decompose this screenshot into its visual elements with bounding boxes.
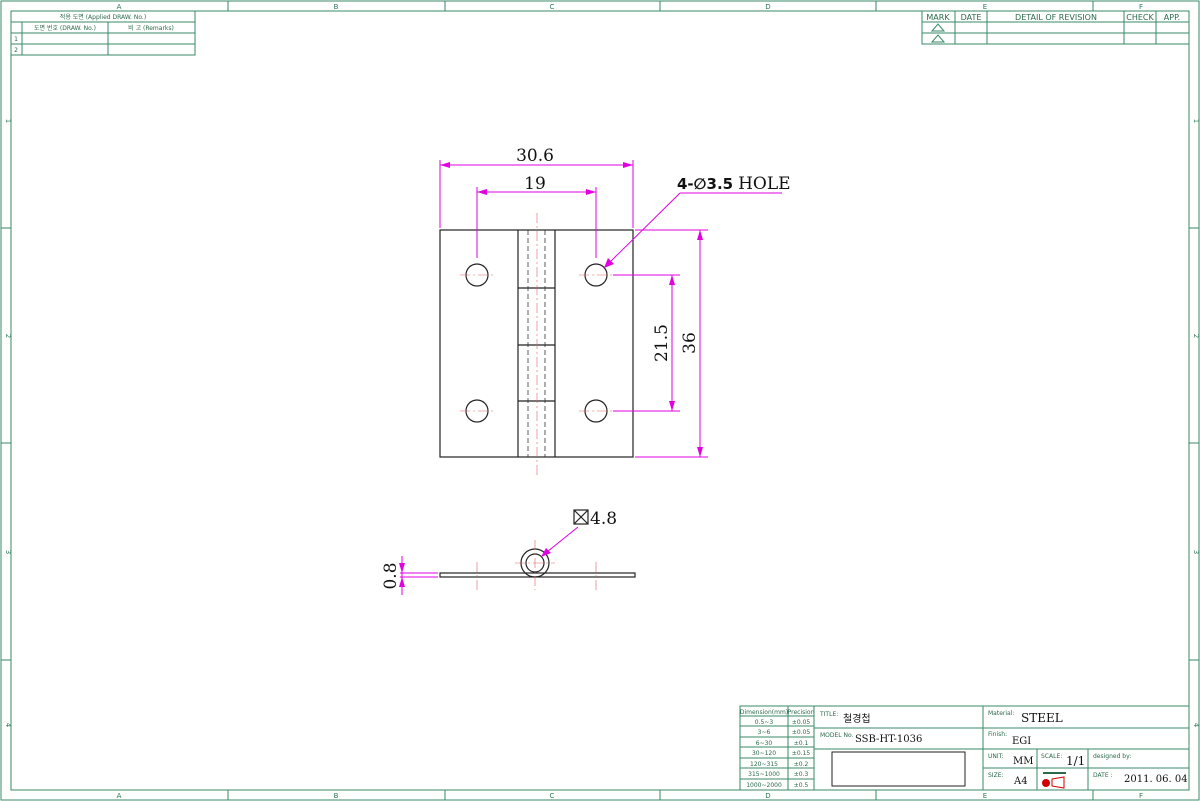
revision-header-date: DATE [961,13,982,22]
date-value: 2011. 06. 04 [1124,774,1188,785]
dim-knuckle: 4.8 [590,509,617,529]
title-block: TITLE: 철경첩 MODEL No. SSB-HT-1036 Materia… [813,705,1190,791]
projection-symbol-icon [1042,772,1066,789]
applied-table-row-1: 1 [14,36,18,43]
hinge-side-view [439,540,636,590]
revision-mark-triangle-2 [930,34,946,43]
dim-overall-height: 36 [680,332,700,354]
zone-col-c-top: C [550,3,555,11]
zone-row-3-left: 3 [4,550,12,554]
tol-row-4-prec: ±0.15 [792,750,811,757]
finish-value: EGI [1012,736,1031,747]
applied-table-row-2: 2 [14,47,18,54]
dim-hole-spacing-y: 21.5 [652,324,672,362]
unit-value: MM [1013,756,1033,767]
zone-col-c-bottom: C [550,792,555,800]
dim-hole-callout: 4-∅3.5 HOLE [677,174,791,194]
tol-row-2-range: 3~6 [758,729,771,736]
zone-col-d-top: D [765,3,770,11]
size-value: A4 [1013,776,1028,787]
zone-col-f-bottom: F [1139,792,1143,800]
finish-label: Finish: [988,731,1007,738]
scale-value: 1/1 [1066,754,1085,768]
zone-row-4-right: 4 [1192,723,1200,728]
dim-hole-spacing-x: 19 [524,174,546,194]
title-label: TITLE: [819,711,838,718]
tol-row-4-range: 30~120 [752,750,776,757]
revision-mark-triangle-1 [930,23,946,32]
zone-row-3-right: 3 [1192,550,1200,554]
applied-table-col-remarks: 비 고 (Remarks) [128,24,174,32]
hole-callout-text: HOLE [738,174,790,194]
tol-row-5-range: 120~315 [750,761,778,768]
title-block-blank-box [831,751,966,787]
tol-row-3-prec: ±0.1 [794,740,809,747]
zone-col-e-bottom: E [983,792,987,800]
revision-header-detail: DETAIL OF REVISION [1015,13,1097,22]
model-label: MODEL No. [820,732,854,739]
zone-row-2-left: 2 [4,334,12,338]
dim-thickness: 0.8 [381,562,401,589]
tol-row-6-prec: ±0.3 [794,771,809,778]
tol-row-7-prec: ±0.5 [794,782,809,789]
tol-row-2-prec: ±0.05 [792,729,811,736]
applied-drawing-table: 적용 도면 (Applied DRAW. No.) 도면 번호 (DRAW. N… [10,10,196,56]
zone-col-e-top: E [983,3,987,11]
date-label: DATE : [1093,772,1113,779]
zone-row-4-left: 4 [4,723,12,728]
tol-header-dimension: Dimension(mm) [740,709,788,716]
side-view-dimensions [399,509,589,595]
hole-callout-qty: 4- [677,175,694,193]
zone-row-1-right: 1 [1192,119,1200,123]
zone-col-b-top: B [334,3,339,11]
revision-table: MARK DATE DETAIL OF REVISION CHECK APP. [921,10,1190,45]
zone-col-b-bottom: B [334,792,339,800]
zone-col-a-top: A [117,3,122,11]
size-label: SIZE: [988,772,1004,779]
revision-header-mark: MARK [926,13,950,22]
zone-row-1-left: 1 [4,119,12,123]
applied-table-title: 적용 도면 (Applied DRAW. No.) [60,13,146,21]
tol-row-5-prec: ±0.2 [794,761,809,768]
zone-row-2-right: 2 [1192,334,1200,338]
model-value: SSB-HT-1036 [855,734,922,745]
tol-row-6-range: 315~1000 [748,771,780,778]
tol-row-7-range: 1000~2000 [746,782,782,789]
unit-label: UNIT: [988,753,1004,760]
tolerance-table: Dimension(mm) Precision 0.5~3 ±0.05 3~6 … [739,705,815,791]
dimension-lines [439,160,782,458]
material-value: STEEL [1021,711,1063,725]
zone-col-f-top: F [1139,3,1143,11]
applied-table-col-drawno: 도면 번호 (DRAW. No.) [34,24,96,32]
hinge-front-view [439,213,634,475]
tol-row-1-prec: ±0.05 [792,719,811,726]
tol-row-1-range: 0.5~3 [755,719,774,726]
title-value: 철경첩 [843,712,871,725]
inner-frame [10,10,1190,791]
designed-label: designed by: [1093,753,1131,760]
material-label: Material: [988,710,1014,717]
tol-row-3-range: 6~30 [756,740,773,747]
hole-callout-dia: ∅3.5 [694,175,733,193]
zone-col-d-bottom: D [765,792,770,800]
dim-overall-width: 30.6 [516,146,554,166]
scale-label: SCALE: [1041,753,1062,760]
zone-col-a-bottom: A [117,792,122,800]
tol-header-precision: Precision [788,709,815,716]
revision-header-app: APP. [1164,13,1180,22]
revision-header-check: CHECK [1126,13,1154,22]
